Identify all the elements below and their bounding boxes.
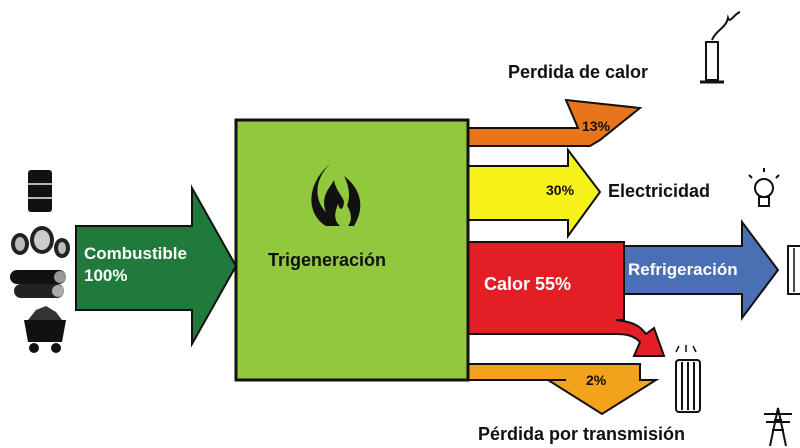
electricity-arrow <box>467 147 602 240</box>
coal-cart-icon <box>24 306 66 353</box>
input-label-line2: 100% <box>84 266 128 285</box>
radiator-icon <box>675 345 701 413</box>
trigeneration-box <box>234 118 470 382</box>
transmission-loss-arrow <box>467 363 660 416</box>
center-label: Trigeneración <box>268 250 387 270</box>
cooling-unit-icon <box>787 245 800 295</box>
input-label-line1: Combustible <box>84 244 187 263</box>
heat-loss-percent: 13% <box>582 118 611 134</box>
refrigeration-label: Refrigeración <box>628 260 738 279</box>
electricity-label: Electricidad <box>608 181 711 201</box>
gas-pipe-icon <box>11 226 70 258</box>
heat-loss-label: Perdida de calor <box>508 62 649 82</box>
power-tower-icon <box>764 407 792 447</box>
heat-loss-arrow <box>467 98 643 147</box>
logs-icon <box>10 270 66 298</box>
refrigeration-arrow <box>621 219 780 321</box>
input-arrow <box>75 184 238 348</box>
chimney-icon <box>700 11 741 84</box>
heat-label: Calor 55% <box>484 274 572 294</box>
oil-barrel-icon <box>28 170 52 212</box>
flame-icon <box>311 164 361 226</box>
transmission-loss-label: Pérdida por transmisión <box>478 424 686 444</box>
lightbulb-icon <box>748 168 780 207</box>
electricity-percent: 30% <box>546 182 575 198</box>
heat-arrow <box>467 241 666 357</box>
transmission-loss-percent: 2% <box>586 372 607 388</box>
